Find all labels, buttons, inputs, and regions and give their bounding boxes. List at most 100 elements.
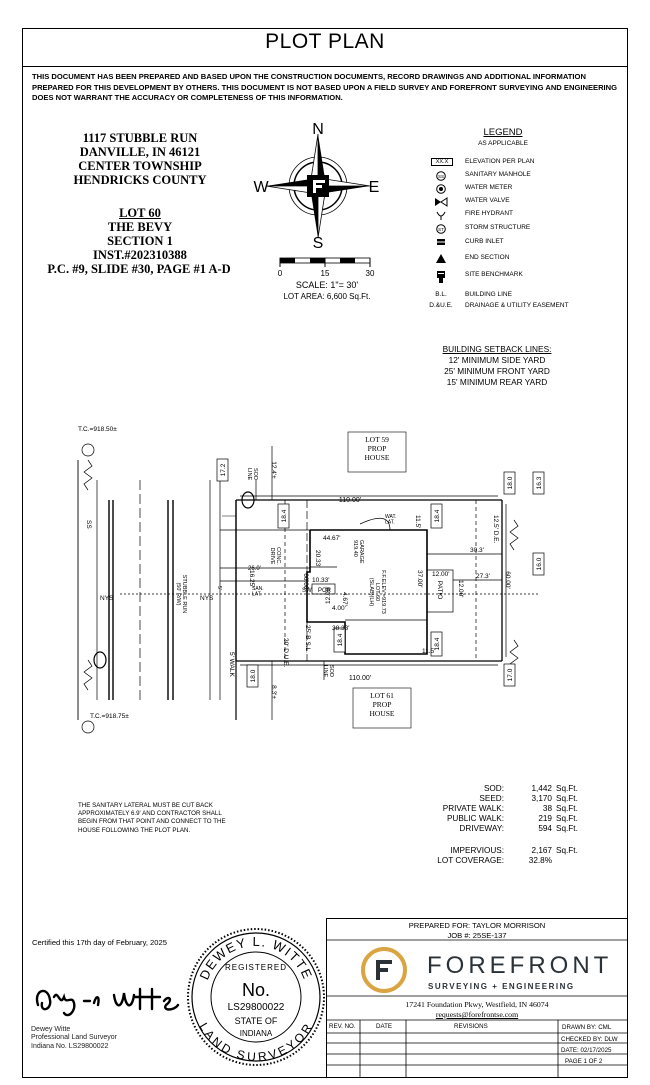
nys-label: NYS [100, 595, 114, 602]
legend-label: FIRE HYDRANT [465, 210, 514, 217]
legend-label: END SECTION [465, 254, 510, 261]
elevation-box [216, 458, 229, 482]
certification-date: Certified this 17th day of February, 202… [32, 938, 167, 947]
quantity-label: PRIVATE WALK: [442, 804, 504, 813]
seal-arc-top: DEWEY L. WITTE [196, 934, 315, 982]
house-dim: 4.00' [332, 605, 346, 612]
elevation-box [246, 664, 259, 688]
section: SECTION 1 [107, 234, 173, 248]
quantity-unit: Sq.Ft. [556, 794, 578, 803]
dim-rear: 60.00' [504, 571, 511, 589]
elevation-box [532, 552, 545, 576]
compass-logo [313, 180, 316, 193]
instrument-number: INST.#202310388 [93, 248, 187, 262]
legend-item: CURB INLET [428, 238, 608, 250]
compass-point [311, 186, 318, 238]
dim-top: 110.00' [339, 497, 361, 504]
side-yard: 11.5' [414, 515, 421, 528]
legend-item: SS SANITARY MANHOLE [428, 171, 608, 183]
drive-width: 16.25' [248, 570, 255, 588]
legend: LEGEND AS APPLICABLE XX.X ELEVATION PER … [428, 127, 578, 309]
dist-30-3: 30.3' [470, 547, 484, 554]
sod-line: SODLINE [246, 468, 258, 481]
house-dim: 12.00' [325, 586, 332, 604]
storm-structure-icon [81, 443, 95, 457]
page-number: PAGE 1 OF 2 [565, 1058, 603, 1065]
legend-label: SITE BENCHMARK [465, 271, 523, 278]
seal-state-of: STATE OF [235, 1016, 278, 1026]
water-valve-icon [428, 197, 454, 209]
quantity-row: LOT COVERAGE: 32.8% [420, 856, 600, 866]
surveyor-signature [35, 987, 180, 1017]
sanitary-manhole-icon-text: SS [438, 174, 444, 179]
legend-label: ELEVATION PER PLAN [465, 158, 535, 165]
logo-f-bar [376, 968, 388, 972]
legend-item: WATER VALVE [428, 197, 608, 209]
scale-label: SCALE: 1"= 30' [295, 280, 359, 290]
quantity-label: SEED: [479, 794, 504, 803]
dist-27-3: 27.3' [476, 573, 490, 580]
elevation-18-0: 18.0 [507, 476, 514, 489]
seal-name: DEWEY L. WITTE [196, 934, 314, 982]
walk-label: 5' WALK [228, 652, 235, 678]
checked-by: CHECKED BY: DLW [561, 1036, 618, 1043]
break-line [83, 459, 93, 491]
setback-rear: 15' MINIMUM REAR YARD [446, 377, 548, 387]
lot-number: LOT 60 [119, 206, 161, 220]
patio-dim: 12.00' [432, 571, 450, 578]
elevation-16-3: 16.3 [536, 476, 543, 489]
legend-item: B.L. BUILDING LINE [428, 291, 608, 303]
patio [426, 569, 454, 613]
seal-no: No. [242, 980, 270, 1000]
setback-title: BUILDING SETBACK LINES: [442, 344, 552, 354]
compass-point [266, 179, 318, 186]
seal-outer-ring [187, 928, 325, 1066]
legend-label: DRAINAGE & UTILITY EASEMENT [465, 302, 569, 309]
legend-label: CURB INLET [465, 238, 504, 245]
legend-item: WATER METER [428, 184, 608, 196]
quantity-label: SOD: [483, 784, 504, 793]
sod-line: SODLINE [322, 665, 334, 678]
site-plan-drawing: 17.2 18.4 18.4 18.4 18.4 18.0 16.3 16.0 … [77, 426, 545, 734]
quantity-label: PUBLIC WALK: [446, 814, 504, 823]
surveyor-name: Dewey Witte [31, 1026, 71, 1033]
quantity-unit: Sq.Ft. [556, 784, 578, 793]
page-title: PLOT PLAN [265, 30, 385, 53]
quantity-unit: Sq.Ft. [556, 804, 578, 813]
seal-state: INDIANA [240, 1029, 273, 1038]
quantity-value: 2,167 [531, 846, 553, 855]
drawn-by: DRAWN BY: CML [562, 1024, 612, 1031]
scale-tick-label: 30 [366, 269, 375, 278]
dim-bottom: 110.00' [349, 675, 371, 682]
logo-ring [361, 947, 407, 993]
elevation-symbol: XX.X [431, 158, 453, 166]
disclaimer: THIS DOCUMENT HAS BEEN PREPARED AND BASE… [32, 72, 618, 102]
curb-inlet-icon [428, 238, 454, 248]
lot-block: LOT 60 THE BEVY SECTION 1 INST.#20231038… [40, 206, 240, 276]
quantity-label: IMPERVIOUS: [450, 846, 504, 855]
address-line: 1117 STUBBLE RUN [82, 131, 198, 145]
date-header: DATE [376, 1023, 393, 1030]
company-email[interactable]: requests@forefrontse.com [435, 1010, 519, 1019]
compass-e: E [369, 179, 380, 196]
bsl-label: 25' B.S.L. [304, 625, 311, 653]
date-value: DATE: 02/17/2025 [561, 1047, 612, 1054]
house-dim: 37.00' [416, 570, 423, 588]
legend-label: BUILDING LINE [465, 291, 512, 298]
legend-item: D.&U.E. DRAINAGE & UTILITY EASEMENT [428, 302, 608, 314]
scale-tick-label: 15 [321, 269, 330, 278]
revisions-header: REVISIONS [454, 1023, 488, 1030]
due-abbrev: D.&U.E. [429, 302, 453, 309]
address-line: CENTER TOWNSHIP [78, 159, 202, 173]
legend-label: WATER METER [465, 184, 513, 191]
page-border [22, 28, 628, 1078]
porch [311, 583, 336, 595]
elevation-box [430, 631, 443, 657]
water-meter-icon [241, 491, 255, 509]
quantity-value: 219 [538, 814, 552, 823]
quantity-unit: Sq.Ft. [556, 814, 578, 823]
seal-inner-ring [210, 951, 302, 1043]
company-tagline: SURVEYING + ENGINEERING [428, 982, 575, 991]
quantity-label: LOT COVERAGE: [437, 856, 504, 865]
sanitary-manhole-icon: SS [428, 171, 454, 183]
